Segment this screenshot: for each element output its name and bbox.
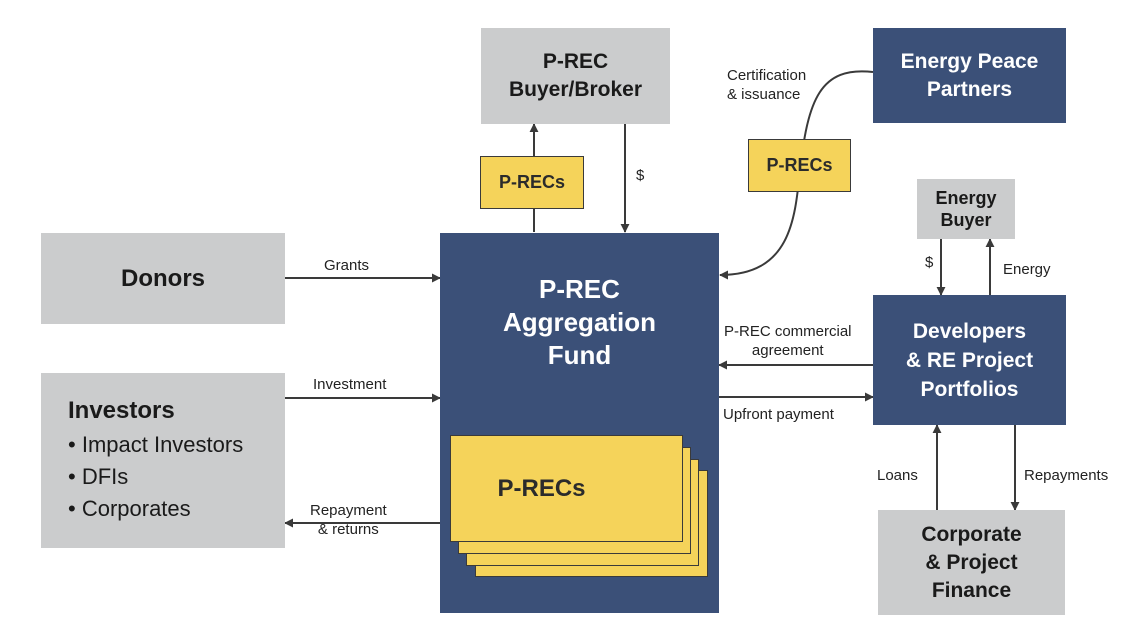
developers-line-1: Developers [912,319,1027,343]
fund-line-1: P-REC [539,274,620,304]
investment-label: Investment [313,376,387,393]
fund-line-3: Fund [547,340,612,370]
finance-line-2: & Project [925,550,1018,574]
energy-peace-partners-node: Energy Peace Partners [873,28,1066,123]
developers-node: Developers & RE Project Portfolios [873,295,1066,425]
donors-label: Donors [121,264,205,292]
epp-line-1: Energy Peace [900,49,1039,73]
commercial-agreement-line-1: P-REC commercial [724,323,852,340]
energy-buyer-line-2: Buyer [940,210,992,230]
investors-node: Investors • Impact Investors • DFIs • Co… [41,373,285,548]
commercial-agreement-label: P-REC commercial agreement [724,322,852,360]
dollar-energy-label: $ [925,254,934,271]
buyer-broker-line-1: P-REC [542,50,609,73]
donors-node: Donors [41,233,285,324]
investors-item: • Corporates [68,496,191,521]
energy-buyer-line-1: Energy [935,188,997,208]
buyer-broker-node: P-REC Buyer/Broker [481,28,670,124]
fund-precs-label: P-RECs [497,474,586,502]
developers-line-2: & RE Project [905,348,1034,372]
fund-line-2: Aggregation [502,307,657,337]
finance-line-3: Finance [931,578,1012,602]
finance-node: Corporate & Project Finance [878,510,1065,615]
grants-label: Grants [324,257,370,274]
repayment-line-1: Repayment [310,502,387,519]
energy-buyer-node: Energy Buyer [917,179,1015,239]
investors-title: Investors [68,397,175,424]
developers-line-3: Portfolios [920,377,1019,401]
precs-to-buyer-box: P-RECs [480,156,584,209]
dollar-buyer-label: $ [636,167,645,184]
certification-label: Certification & issuance [727,66,806,104]
repayment-line-2: & returns [317,521,379,538]
investors-item-text: Impact Investors [81,432,244,457]
precs-from-epp-label: P-RECs [766,155,833,175]
commercial-agreement-line-2: agreement [751,342,824,359]
investors-item-text: DFIs [81,464,129,489]
investors-item: • Impact Investors [68,432,244,457]
loans-label: Loans [877,467,918,484]
repayment-label: Repayment & returns [310,501,387,539]
buyer-broker-line-2: Buyer/Broker [508,78,643,101]
finance-line-1: Corporate [921,522,1022,546]
precs-from-epp-box: P-RECs [748,139,851,192]
precs-stack-front: P-RECs [450,435,683,542]
upfront-payment-label: Upfront payment [723,406,834,423]
energy-label: Energy [1003,261,1051,278]
certification-line-2: & issuance [727,86,801,103]
investors-item: • DFIs [68,464,129,489]
repayments-label: Repayments [1024,467,1109,484]
precs-to-buyer-label: P-RECs [498,172,565,192]
investors-item-text: Corporates [81,496,191,521]
certification-line-1: Certification [727,67,807,84]
epp-line-2: Partners [926,77,1013,101]
